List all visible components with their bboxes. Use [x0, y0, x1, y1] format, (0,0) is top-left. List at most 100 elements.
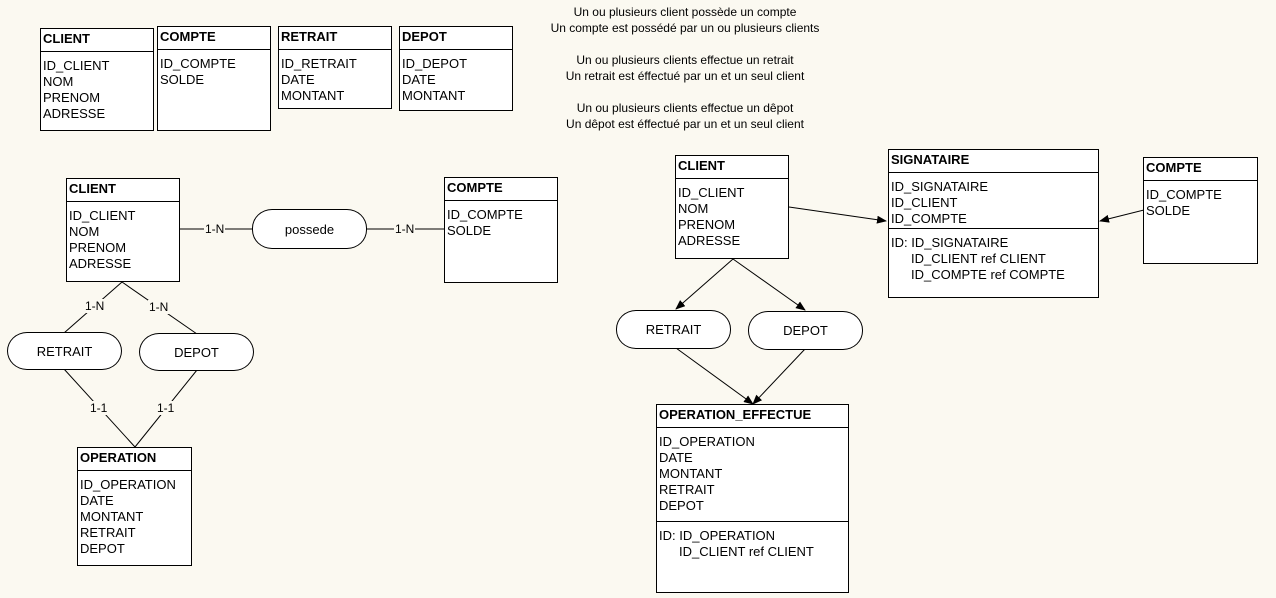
arrow-depot-operation	[752, 348, 806, 405]
attribute: ID_CLIENT	[891, 195, 958, 210]
relation-possede[interactable]: possede	[252, 209, 367, 249]
entity-title: DEPOT	[400, 27, 512, 50]
note-line: Un ou plusieurs clients effectue un retr…	[576, 53, 794, 67]
cardinality-label: 1-N	[148, 300, 170, 314]
note-line: Un ou plusieurs clients effectue un dêpo…	[576, 101, 794, 115]
identifier: ID: ID_SIGNATAIRE	[891, 235, 1009, 250]
attribute: ID_COMPTE	[891, 211, 967, 226]
arrow-retrait-operation	[675, 347, 754, 405]
top-table-compte[interactable]: COMPTE ID_COMPTE SOLDE	[157, 26, 271, 131]
entity-attributes: ID_CLIENT NOM PRENOM ADRESSE	[676, 179, 788, 251]
top-table-depot[interactable]: DEPOT ID_DEPOT DATE MONTANT	[399, 26, 513, 111]
attribute: ID_RETRAIT	[281, 56, 357, 71]
attribute: ID_OPERATION	[80, 477, 176, 492]
attribute: MONTANT	[80, 509, 144, 524]
note-line: Un ou plusieurs client possède un compte	[573, 5, 797, 19]
attribute: ID_SIGNATAIRE	[891, 179, 989, 194]
entity-identifiers: ID: ID_SIGNATAIRE ID_CLIENT ref CLIENT I…	[889, 228, 1098, 285]
attribute: ADRESSE	[678, 233, 741, 248]
arrow-compte-signataire	[1099, 209, 1145, 223]
relation-depot-right[interactable]: DEPOT	[748, 311, 863, 350]
top-table-client[interactable]: CLIENT ID_CLIENT NOM PRENOM ADRESSE	[40, 28, 154, 131]
identifier: ID_CLIENT ref CLIENT	[911, 251, 1046, 266]
top-table-retrait[interactable]: RETRAIT ID_RETRAIT DATE MONTANT	[278, 26, 392, 109]
attribute: DATE	[80, 493, 114, 508]
identifier: ID_CLIENT ref CLIENT	[679, 544, 814, 559]
entity-attributes: ID_OPERATION DATE MONTANT RETRAIT DEPOT	[78, 471, 191, 559]
attribute: ID_CLIENT	[69, 208, 136, 223]
entity-attributes: ID_CLIENT NOM PRENOM ADRESSE	[67, 202, 179, 274]
attribute: MONTANT	[402, 88, 466, 103]
entity-title: CLIENT	[41, 29, 153, 52]
cardinality-label: 1-N	[84, 299, 106, 313]
attribute: SOLDE	[160, 72, 205, 87]
attribute: ID_COMPTE	[447, 207, 523, 222]
note-line: Un dêpot est éffectué par un et un seul …	[566, 117, 804, 131]
left-entity-operation[interactable]: OPERATION ID_OPERATION DATE MONTANT RETR…	[77, 447, 192, 566]
right-entity-signataire[interactable]: SIGNATAIRE ID_SIGNATAIRE ID_CLIENT ID_CO…	[888, 149, 1099, 298]
attribute: RETRAIT	[659, 482, 715, 497]
entity-attributes: ID_COMPTE SOLDE	[445, 201, 557, 241]
identifier: ID: ID_OPERATION	[659, 528, 776, 543]
attribute: DEPOT	[659, 498, 704, 513]
attribute: PRENOM	[69, 240, 127, 255]
attribute: SOLDE	[447, 223, 492, 238]
relation-retrait[interactable]: RETRAIT	[7, 332, 122, 370]
note-line: Un compte est possédé par un ou plusieur…	[550, 21, 820, 35]
attribute: ID_COMPTE	[160, 56, 236, 71]
note-depot: Un ou plusieurs clients effectue un dêpo…	[485, 100, 885, 132]
attribute: PRENOM	[678, 217, 736, 232]
right-entity-client[interactable]: CLIENT ID_CLIENT NOM PRENOM ADRESSE	[675, 155, 789, 259]
entity-attributes: ID_COMPTE SOLDE	[1144, 181, 1257, 221]
arrow-client-depot	[732, 258, 806, 311]
attribute: PRENOM	[43, 90, 101, 105]
attribute: NOM	[43, 74, 74, 89]
left-entity-compte[interactable]: COMPTE ID_COMPTE SOLDE	[444, 177, 558, 283]
entity-title: COMPTE	[1144, 158, 1257, 181]
attribute: ID_DEPOT	[402, 56, 468, 71]
entity-attributes: ID_COMPTE SOLDE	[158, 50, 270, 90]
attribute: ID_CLIENT	[678, 185, 745, 200]
attribute: ID_CLIENT	[43, 58, 110, 73]
cardinality-label: 1-1	[156, 401, 176, 415]
left-entity-client[interactable]: CLIENT ID_CLIENT NOM PRENOM ADRESSE	[66, 178, 180, 282]
attribute: ID_OPERATION	[659, 434, 755, 449]
entity-attributes: ID_DEPOT DATE MONTANT	[400, 50, 512, 106]
entity-attributes: ID_OPERATION DATE MONTANT RETRAIT DEPOT	[657, 428, 848, 521]
attribute: MONTANT	[659, 466, 723, 481]
arrow-client-retrait	[675, 258, 734, 310]
cardinality-label: 1-1	[89, 401, 109, 415]
right-entity-operation-effectue[interactable]: OPERATION_EFFECTUE ID_OPERATION DATE MON…	[656, 404, 849, 593]
entity-attributes: ID_CLIENT NOM PRENOM ADRESSE	[41, 52, 153, 124]
arrow-client-signataire	[788, 206, 887, 224]
entity-title: RETRAIT	[279, 27, 391, 50]
entity-title: OPERATION	[78, 448, 191, 471]
cardinality-label: 1-N	[394, 222, 416, 236]
relation-depot[interactable]: DEPOT	[139, 333, 254, 371]
entity-attributes: ID_RETRAIT DATE MONTANT	[279, 50, 391, 106]
entity-attributes: ID_SIGNATAIRE ID_CLIENT ID_COMPTE	[889, 173, 1098, 228]
attribute: ADRESSE	[69, 256, 132, 271]
entity-title: CLIENT	[67, 179, 179, 202]
relation-retrait-right[interactable]: RETRAIT	[616, 310, 731, 349]
entity-title: COMPTE	[158, 27, 270, 50]
identifier: ID_COMPTE ref COMPTE	[911, 267, 1065, 282]
right-entity-compte[interactable]: COMPTE ID_COMPTE SOLDE	[1143, 157, 1258, 264]
attribute: NOM	[678, 201, 709, 216]
attribute: MONTANT	[281, 88, 345, 103]
attribute: ID_COMPTE	[1146, 187, 1222, 202]
attribute: DEPOT	[80, 541, 125, 556]
attribute: NOM	[69, 224, 100, 239]
attribute: DATE	[659, 450, 693, 465]
attribute: RETRAIT	[80, 525, 136, 540]
attribute: DATE	[281, 72, 315, 87]
entity-title: OPERATION_EFFECTUE	[657, 405, 848, 428]
note-retrait: Un ou plusieurs clients effectue un retr…	[485, 52, 885, 84]
attribute: SOLDE	[1146, 203, 1191, 218]
entity-identifiers: ID: ID_OPERATION ID_CLIENT ref CLIENT	[657, 521, 848, 562]
attribute: ADRESSE	[43, 106, 106, 121]
attribute: DATE	[402, 72, 436, 87]
entity-title: CLIENT	[676, 156, 788, 179]
note-possede: Un ou plusieurs client possède un compte…	[485, 4, 885, 36]
cardinality-label: 1-N	[204, 222, 226, 236]
